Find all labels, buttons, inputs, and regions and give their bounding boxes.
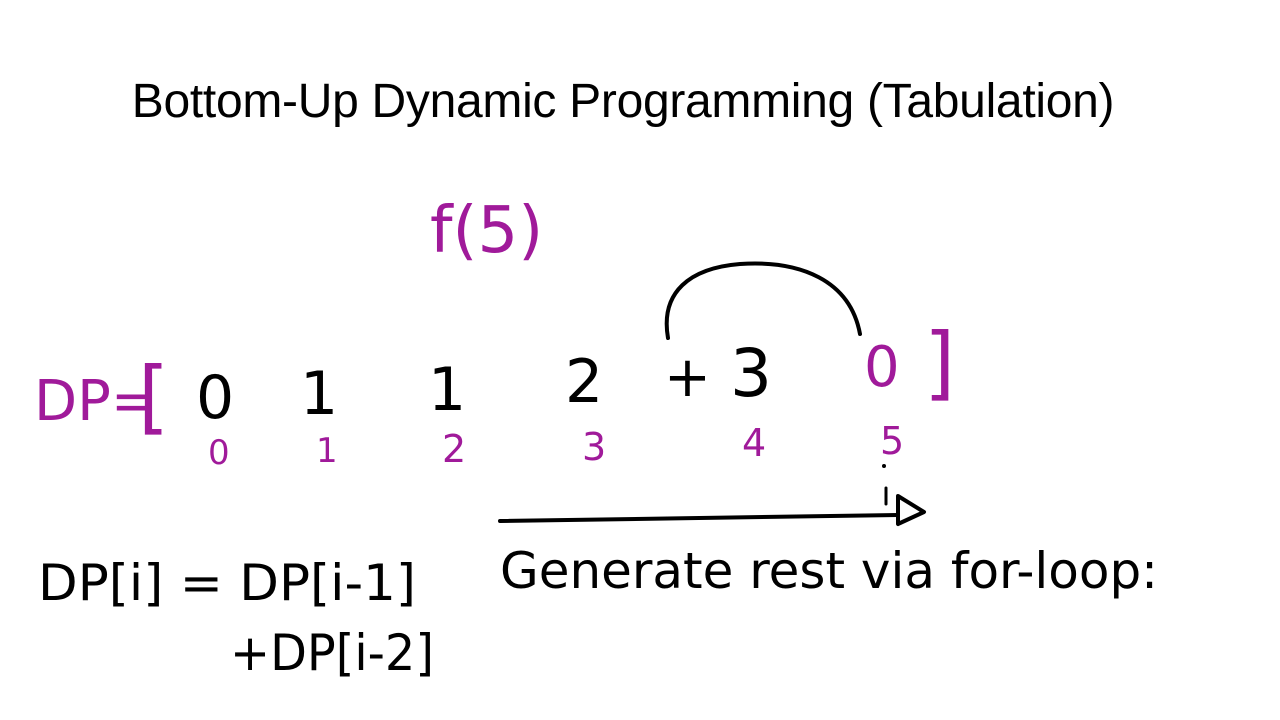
close-bracket: ] <box>924 316 955 409</box>
dp-index-2: 2 <box>442 427 466 471</box>
function-call-label: f(5) <box>430 194 543 268</box>
dp-index-1: 1 <box>316 431 338 471</box>
loop-arrow-head <box>896 494 926 526</box>
dp-value-5: 0 <box>864 335 900 400</box>
slide-title: Bottom-Up Dynamic Programming (Tabulatio… <box>131 75 1115 128</box>
dp-label: DP= <box>34 369 158 434</box>
dp-value-3: 2 <box>565 347 603 417</box>
dp-index-3: 3 <box>582 425 606 469</box>
plus-sign: + <box>664 345 711 410</box>
loop-arrow-shaft <box>498 513 900 523</box>
dp-value-4: 3 <box>730 335 772 412</box>
dp-value-2: 1 <box>428 355 466 425</box>
dp-index-0: 0 <box>208 433 230 473</box>
dp-value-1: 1 <box>300 359 338 429</box>
dp-index-4: 4 <box>742 421 766 465</box>
connecting-arc <box>664 261 862 340</box>
open-bracket: [ <box>138 350 169 443</box>
marker-dot <box>882 464 886 468</box>
recurrence-line-2: +DP[i-2] <box>230 624 434 682</box>
dp-value-0: 0 <box>196 363 234 433</box>
generate-note: Generate rest via for-loop: <box>500 542 1158 600</box>
recurrence-line-1: DP[i] = DP[i-1] <box>38 554 416 612</box>
dp-index-5: 5 <box>880 419 904 463</box>
